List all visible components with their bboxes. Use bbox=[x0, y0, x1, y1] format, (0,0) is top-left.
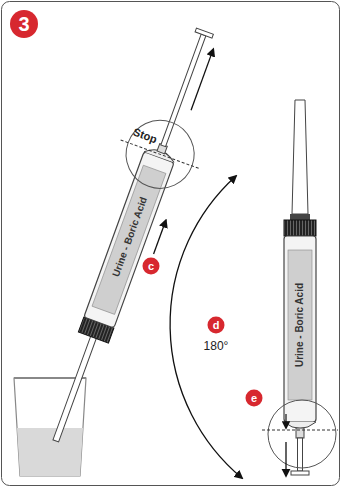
tube-label: Urine - Boric Acid bbox=[295, 283, 305, 367]
stop-mark: Stop bbox=[132, 127, 159, 146]
callout-letter: e bbox=[246, 390, 263, 407]
callout-letter: d bbox=[208, 317, 225, 334]
callout-letter: c bbox=[143, 258, 160, 275]
step-number: 3 bbox=[10, 10, 38, 38]
rotation-angle: 180° bbox=[204, 340, 229, 352]
